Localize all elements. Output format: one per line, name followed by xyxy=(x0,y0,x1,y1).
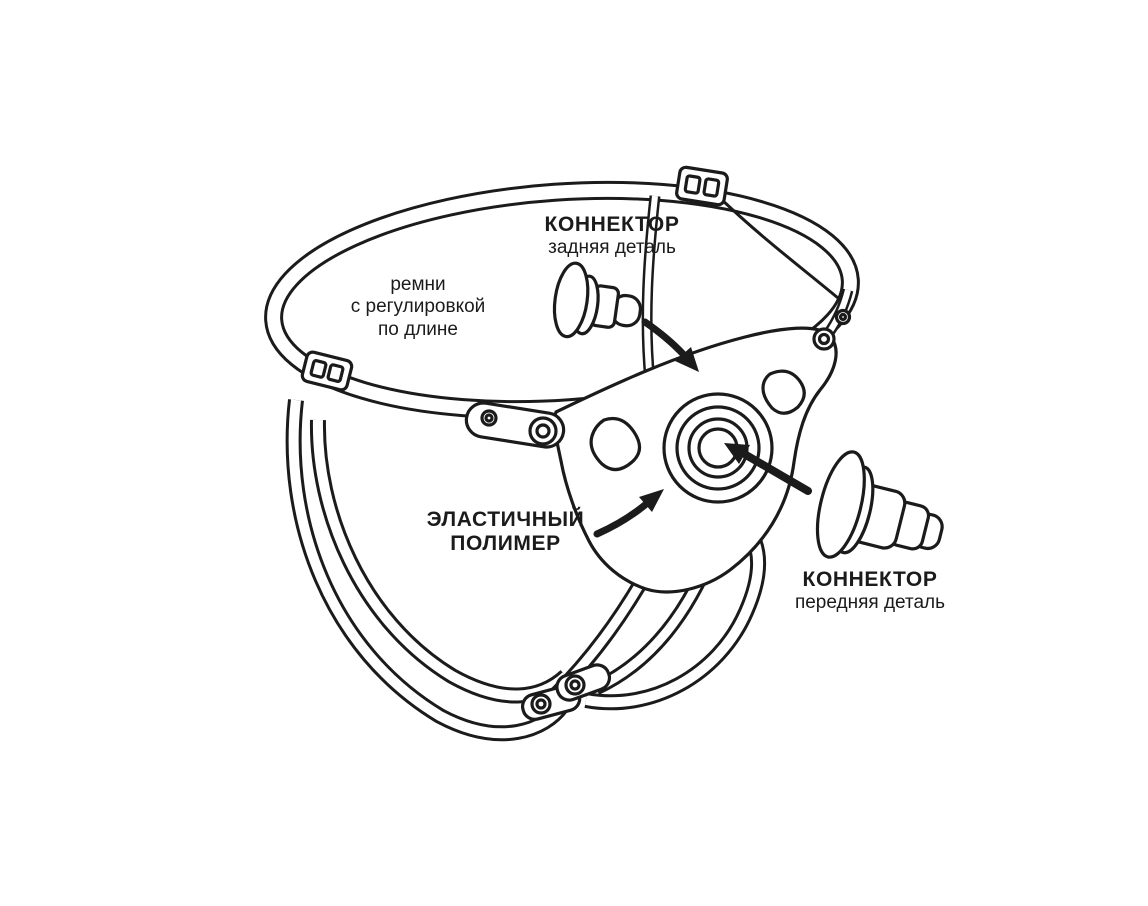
label-straps-line3: по длине xyxy=(378,318,458,340)
label-polymer-line2: ПОЛИМЕР xyxy=(450,532,561,556)
label-polymer-line1: ЭЛАСТИЧНЫЙ xyxy=(426,508,585,531)
buckle-left xyxy=(300,350,354,392)
label-rear-connector-subtitle: задняя деталь xyxy=(548,237,676,259)
label-straps-line2: с регулировкой xyxy=(350,296,486,318)
label-front-connector: КОННЕКТОР передняя деталь xyxy=(758,568,982,614)
label-front-connector-title: КОННЕКТОР xyxy=(802,568,938,591)
arrow-front-connector xyxy=(724,443,812,495)
label-rear-connector-title: КОННЕКТОР xyxy=(544,213,680,236)
label-front-connector-subtitle: передняя деталь xyxy=(794,592,946,614)
connector-socket xyxy=(662,392,774,504)
label-polymer: ЭЛАСТИЧНЫЙ ПОЛИМЕР xyxy=(408,508,603,556)
left-strap-tab xyxy=(464,401,566,449)
plate-cutout-left xyxy=(589,416,642,472)
back-strap xyxy=(641,195,839,383)
label-straps-line1: ремни xyxy=(390,274,446,295)
elastic-polymer-plate xyxy=(552,326,838,594)
front-connector-drawing xyxy=(815,450,944,559)
buckle-top xyxy=(675,165,729,207)
label-rear-connector: КОННЕКТОР задняя деталь xyxy=(497,213,727,259)
plate-cutout-right xyxy=(761,369,806,415)
arrow-rear-connector xyxy=(641,318,699,372)
rear-connector-drawing xyxy=(552,261,643,339)
arrow-polymer xyxy=(593,489,664,538)
bottom-strap-tabs xyxy=(520,663,612,721)
label-straps: ремни с регулировкой по длине xyxy=(328,274,508,341)
right-strap-tab xyxy=(812,288,854,351)
